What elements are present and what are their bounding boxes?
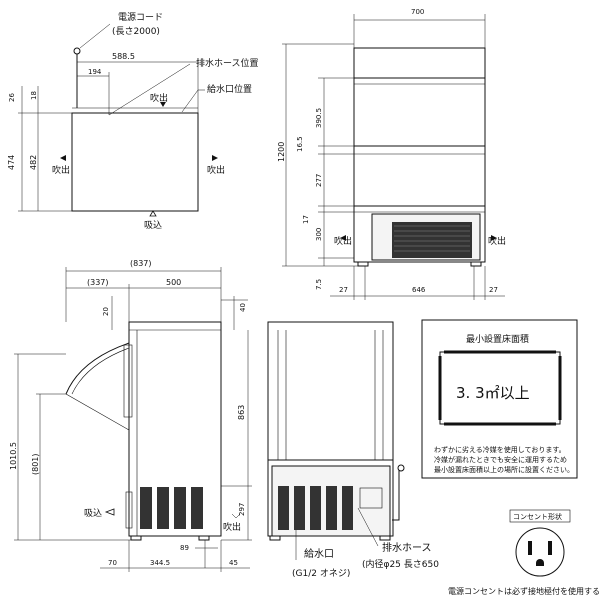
arrow-right-outline-icon xyxy=(104,508,115,516)
dim-482: 482 xyxy=(29,155,38,170)
dim-588-5: 588.5 xyxy=(112,52,135,61)
dim-390-5: 390.5 xyxy=(315,108,323,128)
dim-27-right: 27 xyxy=(489,286,498,294)
dim-27-left: 27 xyxy=(339,286,348,294)
dim-337: (337) xyxy=(87,278,109,287)
arrow-right-icon xyxy=(491,235,497,241)
dim-300: 300 xyxy=(315,228,323,241)
side-cabinet xyxy=(128,321,222,537)
back-view: 給水口 (G1/2 オネジ) 排水ホース (内径φ25 長さ650 xyxy=(267,321,439,579)
power-cord-icon xyxy=(73,23,111,108)
dim-837: (837) xyxy=(130,259,152,268)
drain-hose-spec: (内径φ25 長さ650 xyxy=(362,558,439,570)
dim-45: 45 xyxy=(229,559,238,567)
exhaust-top-label: 吹出 xyxy=(150,92,168,104)
dim-863: 863 xyxy=(237,405,246,420)
arrow-down-icon xyxy=(231,513,241,519)
dim-20: 20 xyxy=(102,307,110,316)
arrow-left-icon xyxy=(340,235,346,241)
install-area: 3. 3㎡以上 xyxy=(456,384,530,402)
front-view: 700 1200 xyxy=(277,8,506,300)
dim-70: 70 xyxy=(108,559,117,567)
door-swing xyxy=(65,342,130,395)
dim-17: 17 xyxy=(302,215,310,224)
dim-16-5: 16.5 xyxy=(296,136,304,152)
front-exhaust-right: 吹出 xyxy=(488,235,506,247)
water-position-label: 給水口位置 xyxy=(207,83,252,95)
dim-194: 194 xyxy=(88,68,102,76)
exhaust-left-label: 吹出 xyxy=(52,164,70,176)
front-cabinet xyxy=(353,47,486,263)
dim-700: 700 xyxy=(411,8,424,16)
dim-7-5: 7.5 xyxy=(315,279,323,290)
cord-label: 電源コード xyxy=(118,12,163,23)
intake-label: 吸込 xyxy=(144,220,162,231)
arrow-right-icon xyxy=(212,155,218,161)
arrow-up-outline-icon xyxy=(149,210,157,217)
install-note-3: 最小設置床面積以上の場所に設置ください。 xyxy=(434,465,574,474)
water-inlet-spec: (G1/2 オネジ) xyxy=(292,568,350,579)
water-inlet-label: 給水口 xyxy=(304,547,334,560)
dim-474: 474 xyxy=(7,155,16,170)
condenser-grille xyxy=(392,222,472,258)
dim-646: 646 xyxy=(412,286,426,294)
dim-1010-5: 1010.5 xyxy=(9,442,18,470)
outlet-note: 電源コンセントは必ず接地極付を使用すること xyxy=(448,586,600,596)
dim-1200: 1200 xyxy=(277,142,286,162)
front-exhaust-left: 吹出 xyxy=(334,235,352,247)
floor-area-frame xyxy=(438,350,562,426)
arrow-up-icon xyxy=(160,102,166,107)
cord-length: (長さ2000) xyxy=(112,26,160,37)
side-intake-label: 吸込 xyxy=(84,508,102,519)
outlet-label: コンセント形状 xyxy=(513,512,562,521)
install-note-1: わずかに劣える冷媒を使用しております。 xyxy=(434,445,566,454)
side-view: (837) (337) 500 40 20 xyxy=(9,259,252,572)
drain-position-label: 排水ホース位置 xyxy=(196,57,259,69)
dim-500: 500 xyxy=(166,278,181,287)
side-exhaust-label: 吹出 xyxy=(223,521,241,533)
dim-801: (801) xyxy=(31,453,40,475)
top-view: 電源コード (長さ2000) 588.5 194 排水ホース位置 給水口位置 吹… xyxy=(7,12,259,231)
dim-26: 26 xyxy=(8,93,16,102)
exhaust-right-label: 吹出 xyxy=(207,164,225,176)
back-grille xyxy=(278,486,353,530)
dim-18: 18 xyxy=(30,91,38,100)
install-title: 最小設置床面積 xyxy=(466,333,529,345)
arrow-left-icon xyxy=(60,155,66,161)
install-note-2: 冷媒が漏れたときでも安全に運用するため xyxy=(434,455,567,464)
dim-89: 89 xyxy=(180,544,189,552)
dim-344-5: 344.5 xyxy=(150,559,170,567)
outlet-section: コンセント形状 電源コンセントは必ず接地極付を使用すること xyxy=(448,509,600,596)
side-grille xyxy=(140,487,203,529)
drain-pipe xyxy=(392,470,400,521)
top-view-body xyxy=(71,112,199,212)
install-area-box: 最小設置床面積 3. 3㎡以上 わずかに劣える冷媒を使用しております。 冷媒が漏… xyxy=(421,319,578,479)
dim-297: 297 xyxy=(238,503,246,516)
dim-40: 40 xyxy=(239,303,247,312)
dim-277: 277 xyxy=(315,174,323,187)
drain-hose-label: 排水ホース xyxy=(382,541,432,554)
outlet-icon xyxy=(515,527,565,577)
